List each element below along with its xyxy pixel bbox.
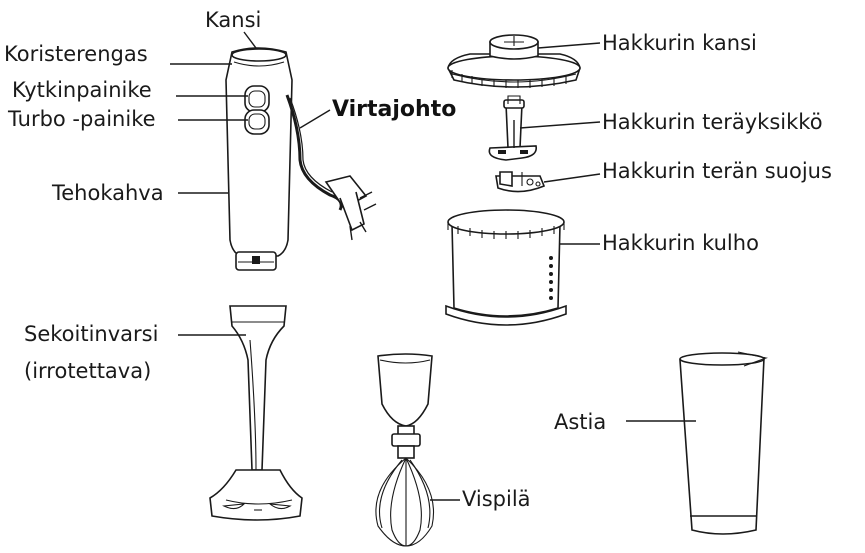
label-hakkurin-kulho: Hakkurin kulho [602, 231, 759, 255]
chopper-bowl [446, 210, 566, 325]
label-hakkurin-kansi: Hakkurin kansi [602, 31, 757, 55]
label-sekoitinvarsi-1: Sekoitinvarsi [24, 322, 158, 346]
label-hakkurin-terayksikko: Hakkurin teräyksikkö [602, 110, 823, 134]
label-astia: Astia [554, 410, 606, 434]
label-turbo-painike: Turbo -painike [7, 107, 156, 131]
chopper-lid [448, 35, 580, 88]
blade-guard [496, 172, 544, 192]
label-kytkinpainike: Kytkinpainike [12, 78, 152, 102]
power-handle-body [226, 48, 292, 256]
power-plug [326, 176, 376, 240]
label-virtajohto: Virtajohto [332, 97, 456, 122]
label-sekoitinvarsi-2: (irrotettava) [24, 359, 151, 383]
blender-shaft [210, 306, 302, 520]
top-cap [232, 49, 286, 61]
label-koristerengas: Koristerengas [4, 42, 148, 66]
label-tehokahva: Tehokahva [51, 181, 164, 205]
label-hakkurin-teran-suojus: Hakkurin terän suojus [602, 159, 832, 183]
beaker [680, 352, 766, 534]
motor-unit [226, 48, 376, 270]
label-vispila: Vispilä [462, 487, 531, 511]
label-kansi: Kansi [205, 8, 261, 32]
whisk [376, 354, 434, 546]
